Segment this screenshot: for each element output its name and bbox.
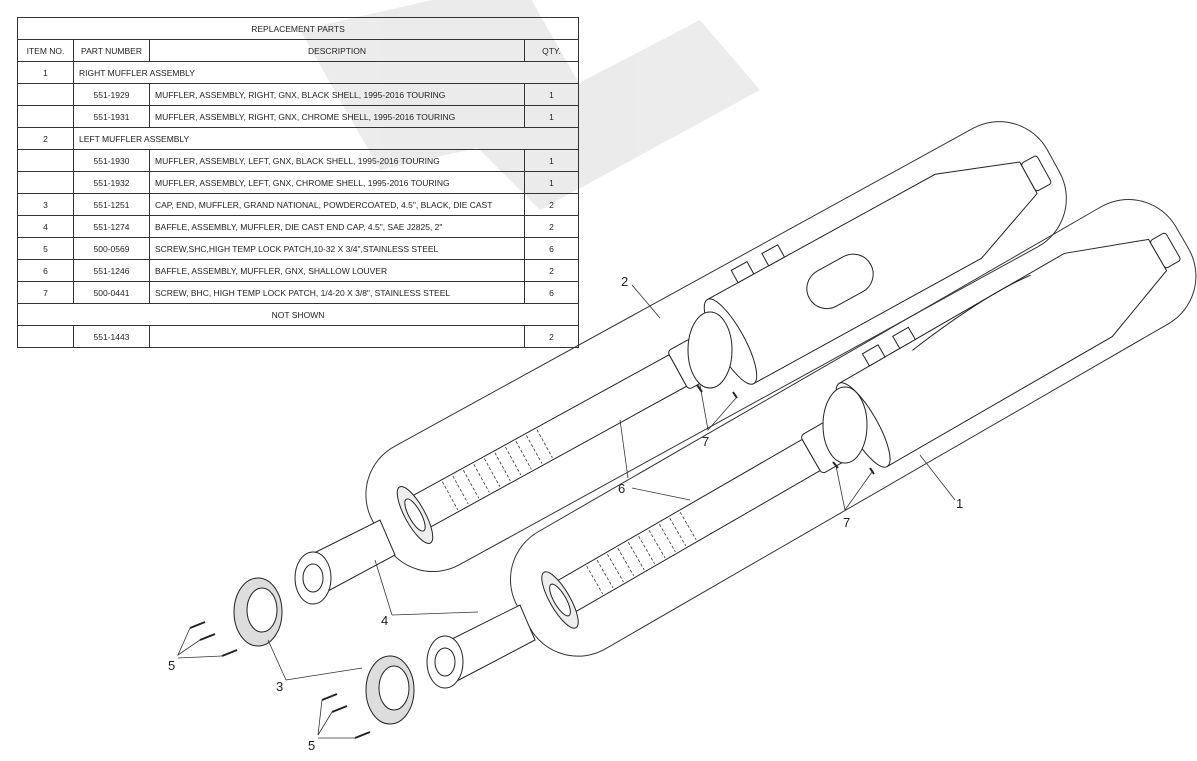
description-cell	[149, 325, 525, 348]
description-cell: MUFFLER, ASSEMBLY, LEFT, GNX, BLACK SHEL…	[149, 149, 525, 172]
not-shown-label: NOT SHOWN	[17, 303, 579, 326]
item-cell: 4	[17, 215, 74, 238]
header-part-number: PART NUMBER	[73, 39, 150, 62]
description-cell: CAP, END, MUFFLER, GRAND NATIONAL, POWDE…	[149, 193, 525, 216]
qty-cell: 2	[524, 215, 579, 238]
callout-7-upper: 7	[702, 434, 709, 449]
part-number-cell: 551-1930	[73, 149, 150, 172]
item-cell: 7	[17, 281, 74, 304]
group-label-cell: RIGHT MUFFLER ASSEMBLY	[73, 61, 579, 84]
part-number-cell: 551-1443	[73, 325, 150, 348]
header-description: DESCRIPTION	[149, 39, 525, 62]
item-cell	[17, 105, 74, 128]
part-number-cell: 551-1931	[73, 105, 150, 128]
lower-shell-cap	[822, 386, 868, 464]
screws	[189, 384, 875, 739]
item-cell: 1	[17, 61, 74, 84]
item-cell	[17, 83, 74, 106]
part-number-cell: 551-1251	[73, 193, 150, 216]
qty-cell: 6	[524, 281, 579, 304]
part-number-cell: 551-1274	[73, 215, 150, 238]
description-cell: SCREW, BHC, HIGH TEMP LOCK PATCH, 1/4-20…	[149, 281, 525, 304]
group-label-cell: LEFT MUFFLER ASSEMBLY	[73, 127, 579, 150]
qty-cell: 2	[524, 193, 579, 216]
item-cell	[17, 325, 74, 348]
qty-cell: 1	[524, 105, 579, 128]
qty-cell: 1	[524, 149, 579, 172]
item-cell: 5	[17, 237, 74, 260]
callout-1: 1	[956, 496, 963, 511]
qty-cell: 6	[524, 237, 579, 260]
callout-5-upper: 5	[168, 658, 175, 673]
description-cell: SCREW,SHC,HIGH TEMP LOCK PATCH,10-32 X 3…	[149, 237, 525, 260]
callout-5-lower: 5	[308, 738, 315, 753]
qty-cell: 2	[524, 259, 579, 282]
leader-lines	[177, 284, 956, 739]
part-number-cell: 551-1932	[73, 171, 150, 194]
description-cell: MUFFLER, ASSEMBLY, RIGHT, GNX, CHROME SH…	[149, 105, 525, 128]
upper-end-parts	[233, 519, 396, 647]
callout-2: 2	[621, 274, 628, 289]
table-row: 551-1443 2	[17, 325, 579, 348]
part-number-cell: 551-1929	[73, 83, 150, 106]
item-cell	[17, 149, 74, 172]
table-header-row: ITEM NO. PART NUMBER DESCRIPTION QTY.	[17, 39, 579, 62]
item-cell: 6	[17, 259, 74, 282]
item-cell: 3	[17, 193, 74, 216]
part-number-cell: 500-0441	[73, 281, 150, 304]
replacement-parts-table: REPLACEMENT PARTS ITEM NO. PART NUMBER D…	[17, 17, 579, 348]
description-cell: MUFFLER, ASSEMBLY, LEFT, GNX, CHROME SHE…	[149, 171, 525, 194]
description-cell: MUFFLER, ASSEMBLY, RIGHT, GNX, BLACK SHE…	[149, 83, 525, 106]
upper-shell-cap	[687, 311, 733, 389]
callout-7-lower: 7	[843, 515, 850, 530]
item-cell: 2	[17, 127, 74, 150]
header-qty: QTY.	[524, 39, 579, 62]
part-number-cell: 500-0569	[73, 237, 150, 260]
description-cell: BAFFLE, ASSEMBLY, MUFFLER, GNX, SHALLOW …	[149, 259, 525, 282]
qty-cell: 2	[524, 325, 579, 348]
part-number-cell: 551-1246	[73, 259, 150, 282]
callout-4: 4	[381, 613, 388, 628]
qty-cell: 1	[524, 83, 579, 106]
description-cell: BAFFLE, ASSEMBLY, MUFFLER, DIE CAST END …	[149, 215, 525, 238]
qty-cell: 1	[524, 171, 579, 194]
item-cell	[17, 171, 74, 194]
table-title: REPLACEMENT PARTS	[17, 17, 579, 40]
louver-perforations	[441, 429, 553, 510]
lower-end-parts	[365, 604, 536, 725]
header-item-no: ITEM NO.	[17, 39, 74, 62]
callout-3: 3	[276, 679, 283, 694]
callout-6: 6	[618, 481, 625, 496]
